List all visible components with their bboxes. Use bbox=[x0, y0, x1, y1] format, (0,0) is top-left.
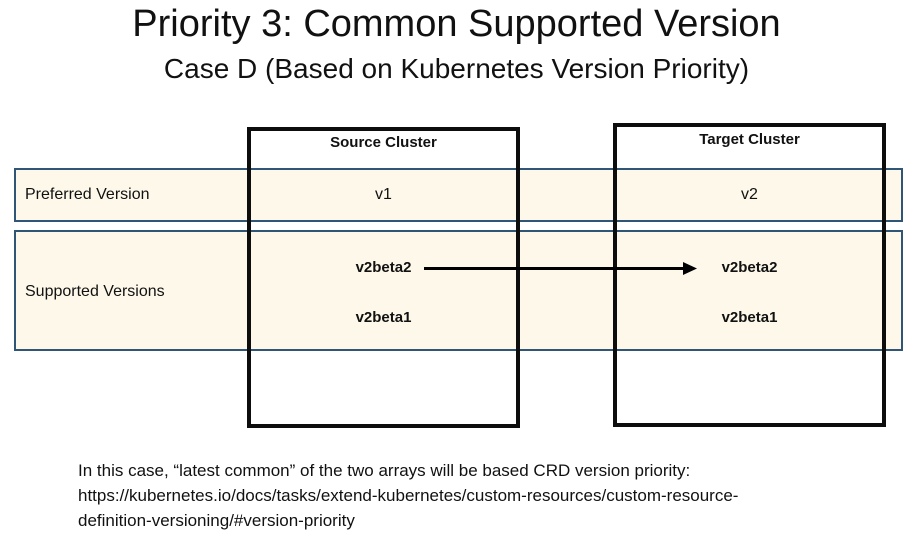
source-supported-version-v2beta2: v2beta2 bbox=[355, 259, 412, 276]
slide-subtitle: Case D (Based on Kubernetes Version Prio… bbox=[163, 53, 750, 84]
footer-line-3-url: definition-versioning/#version-priority bbox=[78, 511, 355, 530]
preferred-version-label: Preferred Version bbox=[25, 186, 150, 203]
target-cluster-box bbox=[613, 123, 886, 427]
source-preferred-version: v1 bbox=[375, 186, 392, 203]
source-cluster-box bbox=[247, 127, 520, 428]
supported-versions-label: Supported Versions bbox=[25, 283, 165, 300]
preferred-version-row bbox=[14, 168, 903, 222]
supported-versions-row bbox=[14, 230, 903, 351]
target-supported-version-v2beta1: v2beta1 bbox=[721, 309, 778, 326]
source-supported-version-v2beta1: v2beta1 bbox=[355, 309, 412, 326]
target-cluster-header: Target Cluster bbox=[699, 131, 800, 148]
target-supported-version-v2beta2: v2beta2 bbox=[721, 259, 778, 276]
footer-line-2-url: https://kubernetes.io/docs/tasks/extend-… bbox=[78, 486, 739, 505]
footer-note: In this case, “latest common” of the two… bbox=[78, 458, 878, 533]
slide-title: Priority 3: Common Supported Version bbox=[132, 3, 781, 45]
source-cluster-header: Source Cluster bbox=[330, 134, 437, 151]
footer-line-1: In this case, “latest common” of the two… bbox=[78, 461, 691, 480]
target-preferred-version: v2 bbox=[741, 186, 758, 203]
